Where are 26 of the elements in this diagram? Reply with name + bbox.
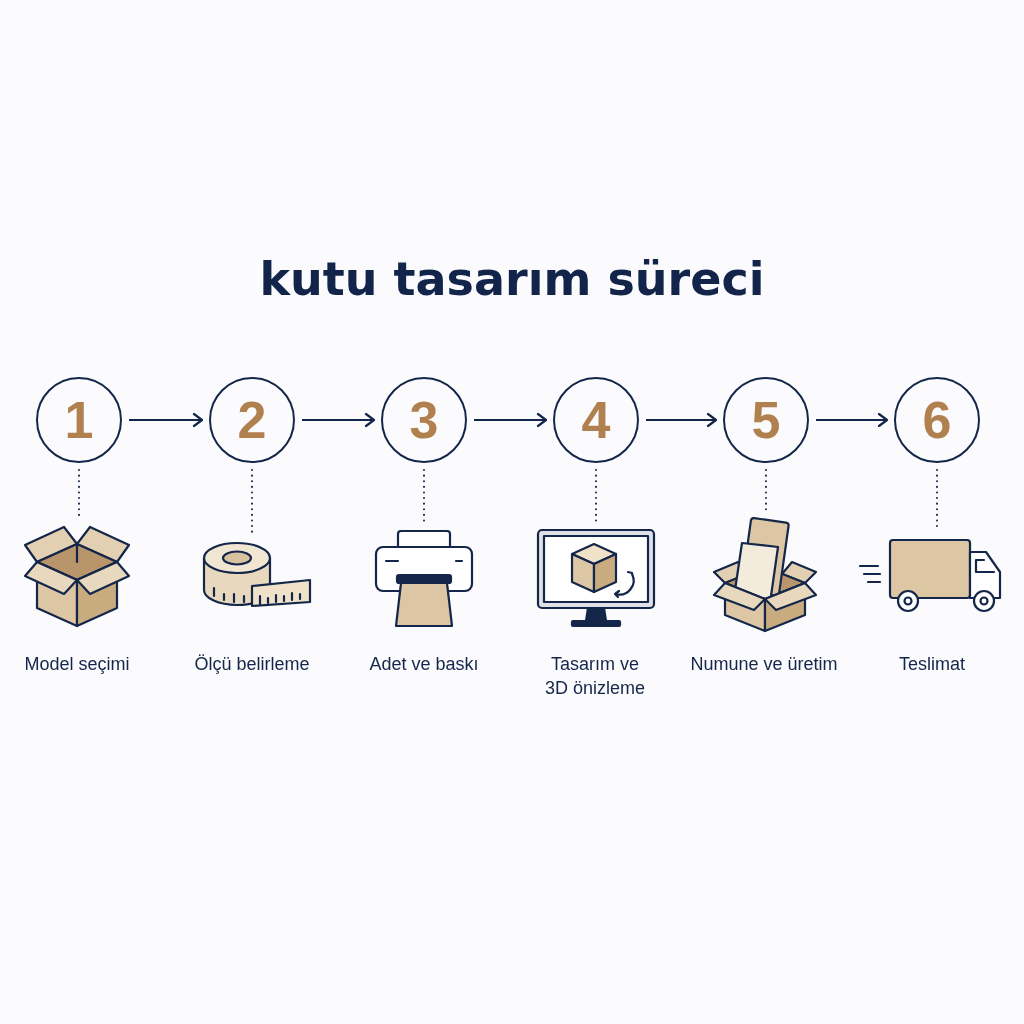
step-label: Model seçimi: [24, 653, 130, 676]
truck-icon: [858, 538, 1002, 614]
step-number: 1: [64, 394, 94, 446]
open-box-icon: [712, 517, 818, 633]
step-label: Ölçü belirleme: [194, 653, 310, 676]
step-label: Tasarım ve 3D önizleme: [543, 653, 646, 701]
step-number: 3: [409, 394, 439, 446]
step-number: 5: [751, 394, 781, 446]
arrow: [301, 412, 376, 428]
step-number: 6: [922, 394, 952, 446]
step-number: 2: [237, 394, 267, 446]
dotted-line: [423, 469, 425, 523]
step-label: Adet ve baskı: [369, 653, 479, 676]
arrow: [815, 412, 889, 428]
arrow: [645, 412, 718, 428]
dotted-line: [595, 469, 597, 522]
dotted-line: [78, 469, 80, 516]
arrow: [473, 412, 548, 428]
title: kutu tasarım süreci: [259, 252, 765, 308]
dotted-line: [251, 469, 253, 534]
arrow: [128, 412, 204, 428]
step-number: 4: [581, 394, 611, 446]
dotted-line: [765, 469, 767, 511]
printer-icon: [374, 529, 474, 629]
step-label: Numune ve üretim: [690, 653, 838, 676]
step-label: Teslimat: [899, 653, 965, 676]
